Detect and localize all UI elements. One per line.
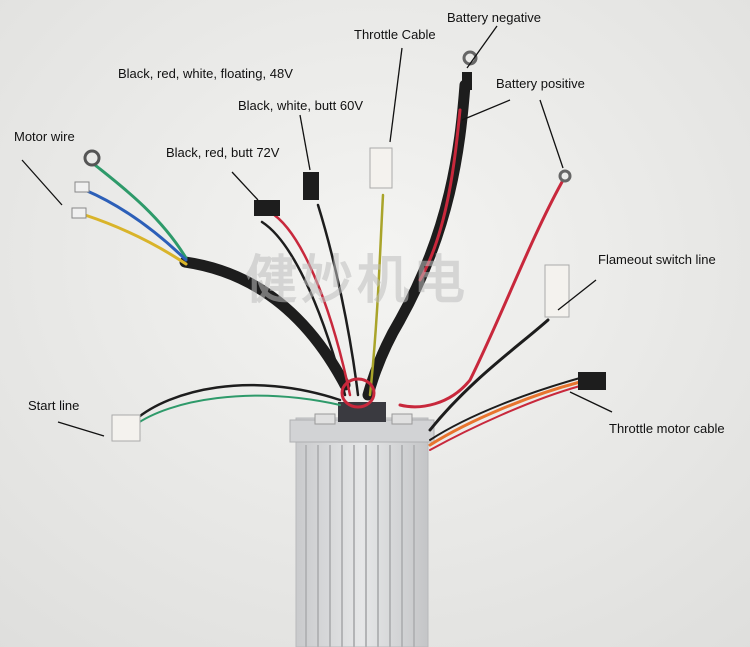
throttle-motor-cable-label: Throttle motor cable (609, 421, 725, 436)
watermark-text: 健妙机电 (245, 251, 470, 311)
start-line-label: Start line (28, 398, 80, 413)
black-red-72v-label: Black, red, butt 72V (166, 145, 280, 160)
leader-lines (21, 25, 613, 437)
flameout-switch-line-label: Flameout switch line (598, 252, 716, 267)
motor-wire-label: Motor wire (14, 129, 75, 144)
black-red-white-48v-label: Black, red, white, floating, 48V (118, 66, 293, 81)
throttle-cable-label: Throttle Cable (354, 27, 436, 42)
battery-positive-label: Battery positive (496, 76, 585, 91)
black-white-60v-label: Black, white, butt 60V (238, 98, 364, 113)
wires (83, 79, 582, 451)
connectors (71, 50, 606, 442)
controller-body (289, 402, 435, 647)
battery-negative-label: Battery negative (447, 10, 541, 25)
